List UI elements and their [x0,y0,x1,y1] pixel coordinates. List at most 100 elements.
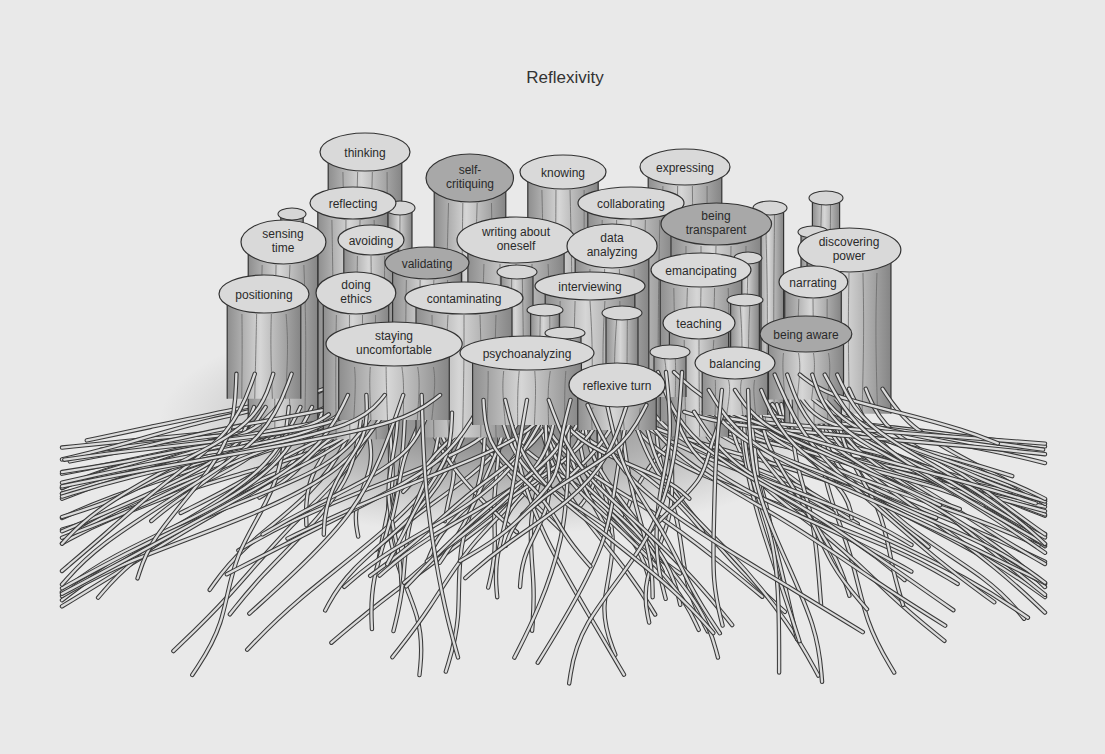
root-outline [62,395,385,497]
concept-label: contaminating [427,293,502,307]
concept-ellipse: data analyzing [566,223,658,269]
concept-ellipse: staying uncomfortable [325,321,463,367]
root-outline [465,405,627,578]
concept-label: avoiding [349,235,394,249]
stem-group [62,242,318,675]
stem-strand [658,220,660,428]
root-outline [505,400,713,633]
stem-strand [862,273,864,414]
stem-strand [534,371,535,425]
stem-strand [462,315,464,438]
stem-strand [727,380,730,415]
stem-group [62,152,421,675]
ellipse-shape [640,149,730,185]
ellipse-shape [426,154,513,202]
concept-ellipse: doing ethics [315,271,397,315]
concept-ellipse: emancipating [650,252,752,288]
stem-group [647,323,1045,618]
root-outline [62,414,340,482]
concept-label: knowing [541,167,585,181]
root-fill [427,402,557,561]
concept-ellipse: self- critiquing [425,153,514,203]
concept-label: being aware [773,329,838,343]
concept-label: discovering power [812,236,886,264]
root-fill [761,390,1045,583]
root-outline [227,413,476,575]
blank-stem-top [650,345,690,359]
stem-strand [432,367,435,420]
concept-label: staying uncomfortable [344,330,444,358]
stem-strand [518,371,520,425]
stem-edge [300,294,301,399]
ellipse-shape [779,266,848,298]
stem-group [702,363,1045,682]
stem-strand [876,273,878,414]
ellipse-shape [405,282,523,314]
stem-strand [487,371,488,425]
stem-group [344,304,762,630]
concept-label: emancipating [665,265,736,279]
stem-group [62,344,458,657]
ellipse-shape [535,272,645,300]
ellipse-shape [219,275,309,313]
root-outline [713,390,722,626]
blank-stem-top [727,294,763,306]
root-outline [588,405,863,632]
concept-ellipse: thinking [319,132,411,172]
stem-group [62,263,517,631]
concept-label: being transparent [676,210,756,238]
root-fill [62,414,340,482]
concept-label: sensing time [253,228,313,256]
stem-group [62,294,301,585]
ellipse-shape [651,253,751,287]
stem-edge [317,242,318,432]
blank-stem-top [602,306,642,320]
concept-ellipse: contaminating [404,281,524,315]
stem-edge [685,352,686,397]
blank-stem-top [278,208,306,220]
blank-stem-top [497,265,537,279]
root-fill [62,374,273,544]
root-fill [825,375,1045,545]
ellipse-shape [760,316,852,352]
root-outline [569,372,682,683]
concept-ellipse: avoiding [337,224,405,256]
stem-strand [354,367,355,420]
concept-label: reflecting [329,198,378,212]
concept-label: reflexive turn [583,380,652,394]
ellipse-shape [457,217,575,263]
root-outline [460,405,646,561]
concept-ellipse: psychoanalyzing [459,335,595,371]
concept-label: collaborating [597,198,665,212]
root-outline [62,395,440,486]
stem-group [287,327,689,658]
stem-strand [255,314,257,399]
ellipse-shape [326,322,462,366]
root-fill [465,405,627,578]
root-fill [588,405,863,632]
concept-label: self- critiquing [439,164,501,192]
root-fill [735,390,940,505]
concept-ellipse: sensing time [240,219,327,265]
concept-ellipse: narrating [778,265,849,299]
root-outline [732,396,1039,545]
root-fill [496,400,527,597]
concept-label: thinking [344,147,385,161]
stem-group [569,345,1035,683]
concept-label: writing about oneself [473,226,559,254]
ellipse-shape [320,133,410,171]
root-fill [62,395,385,497]
ellipse-shape [569,363,665,407]
ellipse-shape [663,307,735,339]
concept-label: narrating [789,277,836,291]
concept-ellipse: reflecting [309,186,397,220]
concept-label: doing ethics [328,279,384,307]
stem-edge [890,250,891,414]
concept-ellipse: being aware [759,315,853,353]
root-outline [62,374,273,544]
concept-label: positioning [235,289,292,303]
stem-edge [472,353,473,425]
